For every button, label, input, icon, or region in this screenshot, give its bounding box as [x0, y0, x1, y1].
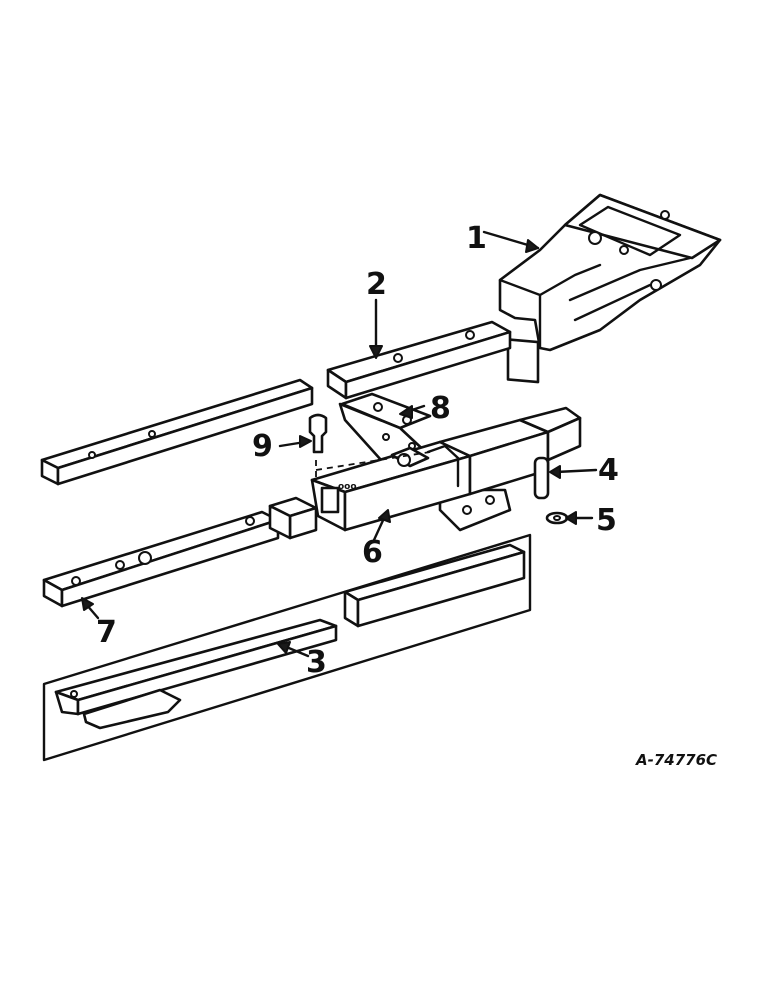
part-5-washer	[545, 511, 569, 525]
part-1-hitch-casting	[498, 193, 722, 384]
callout-6: 6	[362, 535, 383, 570]
part-7-bar	[42, 496, 318, 608]
callout-leaders	[81, 230, 598, 658]
callout-9: 9	[252, 429, 273, 464]
callout-7: 7	[96, 615, 117, 650]
callout-1: 1	[466, 221, 487, 256]
callout-3: 3	[306, 645, 327, 680]
callout-5: 5	[596, 503, 617, 538]
long-upper-bar	[40, 378, 314, 486]
part-2-short-bar	[326, 320, 512, 400]
svg-text:ooo: ooo	[338, 482, 357, 492]
drawing-code: A-74776C	[635, 751, 717, 769]
part-3-group-box	[42, 533, 532, 762]
part-4-dowel-pin	[533, 456, 550, 500]
callout-4: 4	[598, 453, 619, 488]
part-9-pin	[308, 413, 431, 478]
part-6-tube-assembly: ooo	[310, 406, 582, 532]
callout-2: 2	[366, 267, 387, 302]
callout-8: 8	[430, 391, 451, 426]
